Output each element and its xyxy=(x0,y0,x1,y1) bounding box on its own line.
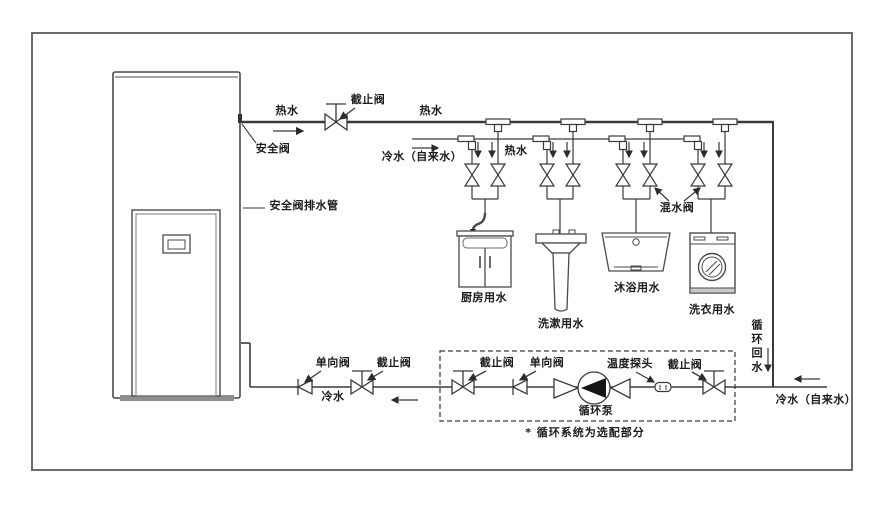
laundry-water-label: 洗衣用水 xyxy=(689,303,735,316)
bottom-pipe xyxy=(241,342,827,404)
branch-group-kitchen xyxy=(457,118,511,213)
cold-water-label: 冷水 xyxy=(321,390,345,403)
faucet-icon xyxy=(471,212,487,231)
branch-group-laundry xyxy=(683,118,738,233)
box-check-valve-label: 单向阀 xyxy=(529,356,565,369)
circulation-pump xyxy=(553,371,631,405)
hot-water-branch-label: 热水 xyxy=(504,144,528,157)
pedestal-washbasin xyxy=(535,229,587,312)
label-leaders xyxy=(241,123,265,209)
mixing-valve-label: 混水阀 xyxy=(659,201,695,214)
hot-water-label-2: 热水 xyxy=(419,104,443,117)
cold-water-tap-label-top: 冷水（自来水） xyxy=(381,150,463,163)
check-valve-left-label: 单向阀 xyxy=(315,356,351,369)
optional-note-label: * 循环系统为选配部分 xyxy=(525,426,645,439)
box-check-valve xyxy=(511,370,537,396)
cold-water-tap-label-bottom: 冷水（自来水） xyxy=(775,393,857,406)
machine-door-icon xyxy=(697,252,727,282)
kitchen-sink xyxy=(456,212,514,288)
mixing-valve-arrows xyxy=(654,187,701,202)
washbasin-water-label: 洗漱用水 xyxy=(538,317,584,330)
branch-group-washbasin xyxy=(532,118,586,234)
pump-impeller-icon xyxy=(581,378,606,398)
box-stop-valve-left xyxy=(451,370,487,396)
box-stop-valve-right-label: 截止阀 xyxy=(667,358,703,371)
safety-valve-leader xyxy=(241,123,257,144)
circulation-return-label: 循环回水 xyxy=(750,319,763,375)
stop-valve-bottom-left xyxy=(350,370,384,396)
hot-outlet-fitting xyxy=(238,114,242,123)
tub-drain-icon xyxy=(632,238,640,246)
washing-machine xyxy=(689,232,736,294)
branch-group-bath xyxy=(608,118,663,233)
check-valve-left xyxy=(296,370,322,396)
safety-valve-label: 安全阀 xyxy=(255,142,291,155)
bathtub xyxy=(601,232,671,272)
bath-water-label: 沐浴用水 xyxy=(614,281,660,294)
water-heater-unit xyxy=(112,71,242,401)
box-stop-valve-right xyxy=(691,370,726,396)
temp-probe-label: 温度探头 xyxy=(607,357,653,370)
stop-valve-top xyxy=(324,103,356,132)
kitchen-water-label: 厨房用水 xyxy=(461,291,507,304)
circulation-pump-label: 循环泵 xyxy=(578,404,614,417)
circulation-box xyxy=(439,350,736,422)
stop-valve-top-label: 截止阀 xyxy=(350,93,386,106)
stop-valve-bottom-left-label: 截止阀 xyxy=(376,356,412,369)
safety-valve-drain-label: 安全阀排水管 xyxy=(269,199,339,212)
hot-water-label-1: 热水 xyxy=(275,104,299,117)
heater-display xyxy=(162,234,191,254)
heater-base-strip xyxy=(120,395,234,401)
temperature-probe xyxy=(635,371,672,393)
valve-hot xyxy=(489,163,507,177)
valve-cold xyxy=(463,163,481,177)
box-stop-valve-left-label: 截止阀 xyxy=(479,356,515,369)
